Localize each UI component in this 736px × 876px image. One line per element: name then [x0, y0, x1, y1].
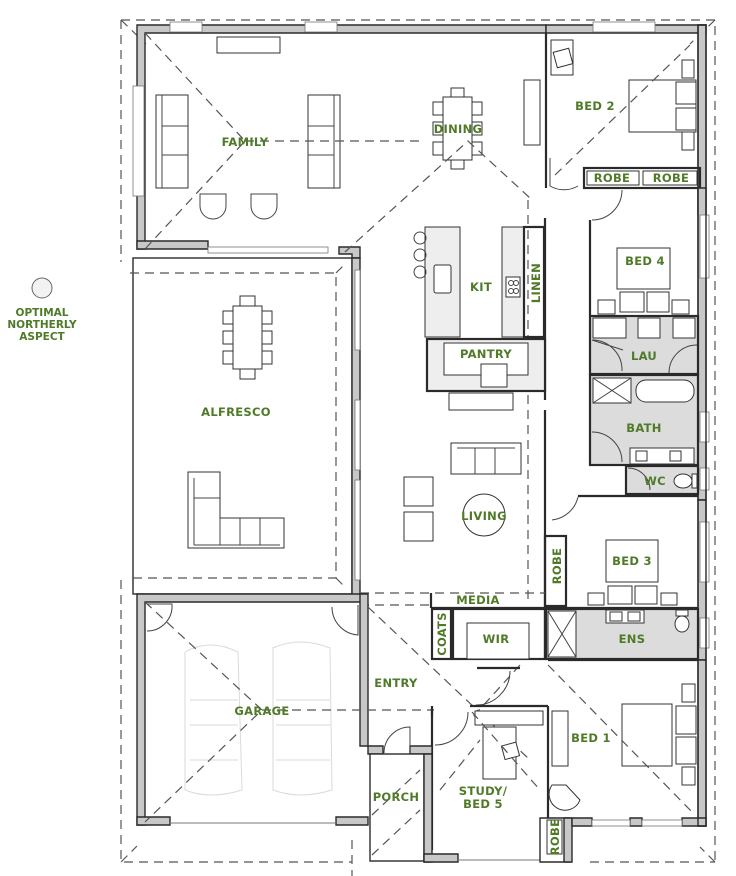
room-label-ens: ENS	[619, 632, 646, 646]
study-bed5: STUDY/ BED 5	[423, 704, 550, 863]
room-label-wc: WC	[644, 474, 666, 488]
pantry: PANTRY	[425, 337, 547, 411]
room-label-bath: BATH	[626, 421, 661, 435]
walk-in-robe: WIR	[451, 607, 547, 661]
kitchen: KIT	[413, 200, 529, 600]
room-label-garage: GARAGE	[234, 704, 289, 718]
aspect-line3: ASPECT	[19, 331, 65, 343]
room-label-study-line1: STUDY/	[459, 784, 508, 798]
porch: PORCH	[351, 726, 433, 876]
room-label-linen: LINEN	[529, 263, 543, 303]
ensuite: ENS	[544, 607, 710, 661]
laundry: LAU	[588, 314, 700, 376]
room-label-entry: ENTRY	[374, 676, 418, 690]
dining-area: DINING	[344, 79, 541, 253]
eave-outline	[120, 19, 716, 863]
room-label-media: MEDIA	[456, 593, 500, 607]
robes-bed2: ROBE ROBE	[582, 166, 702, 190]
room-label-family: FAMILY	[222, 135, 269, 149]
room-label-robe-b: ROBE	[653, 171, 689, 185]
room-label-robe-a: ROBE	[594, 171, 630, 185]
bedroom-3: ROBE BED 3	[543, 494, 710, 661]
room-label-robe-c: ROBE	[550, 548, 564, 584]
room-label-study-line2: BED 5	[463, 797, 503, 811]
room-label-living: LIVING	[461, 509, 507, 523]
room-label-robe-d: ROBE	[548, 819, 562, 855]
coats-cupboard: COATS	[430, 607, 453, 661]
bedroom-2: BED 2	[544, 21, 707, 216]
room-label-bed2: BED 2	[575, 99, 615, 113]
living-room: LIVING	[403, 410, 547, 600]
aspect-line2: NORTHERLY	[7, 319, 77, 331]
room-label-coats: COATS	[435, 612, 449, 656]
family-room: FAMILY	[132, 21, 547, 259]
toilet: WC	[624, 464, 710, 496]
alfresco: ALFRESCO	[130, 257, 361, 601]
aspect-line1: OPTIMAL	[16, 307, 69, 319]
room-label-wir: WIR	[483, 632, 510, 646]
room-label-bed3: BED 3	[612, 554, 652, 568]
exterior-walls	[543, 24, 707, 827]
bedroom-4: BED 4	[588, 187, 710, 501]
compass-circle-icon	[31, 277, 53, 299]
bedroom-1: BED 1	[547, 658, 707, 827]
bathroom: BATH	[588, 373, 710, 467]
robe-bed1: ROBE	[539, 817, 573, 863]
room-label-bed4: BED 4	[625, 254, 665, 268]
room-label-porch: PORCH	[373, 790, 420, 804]
room-label-pantry: PANTRY	[460, 347, 512, 361]
room-label-lau: LAU	[631, 349, 657, 363]
room-label-bed1: BED 1	[571, 731, 611, 745]
room-label-alfresco: ALFRESCO	[201, 405, 271, 419]
room-label-kit: KIT	[470, 280, 492, 294]
northerly-aspect-indicator: OPTIMAL NORTHERLY ASPECT	[7, 277, 77, 343]
room-label-dining: DINING	[434, 122, 483, 136]
